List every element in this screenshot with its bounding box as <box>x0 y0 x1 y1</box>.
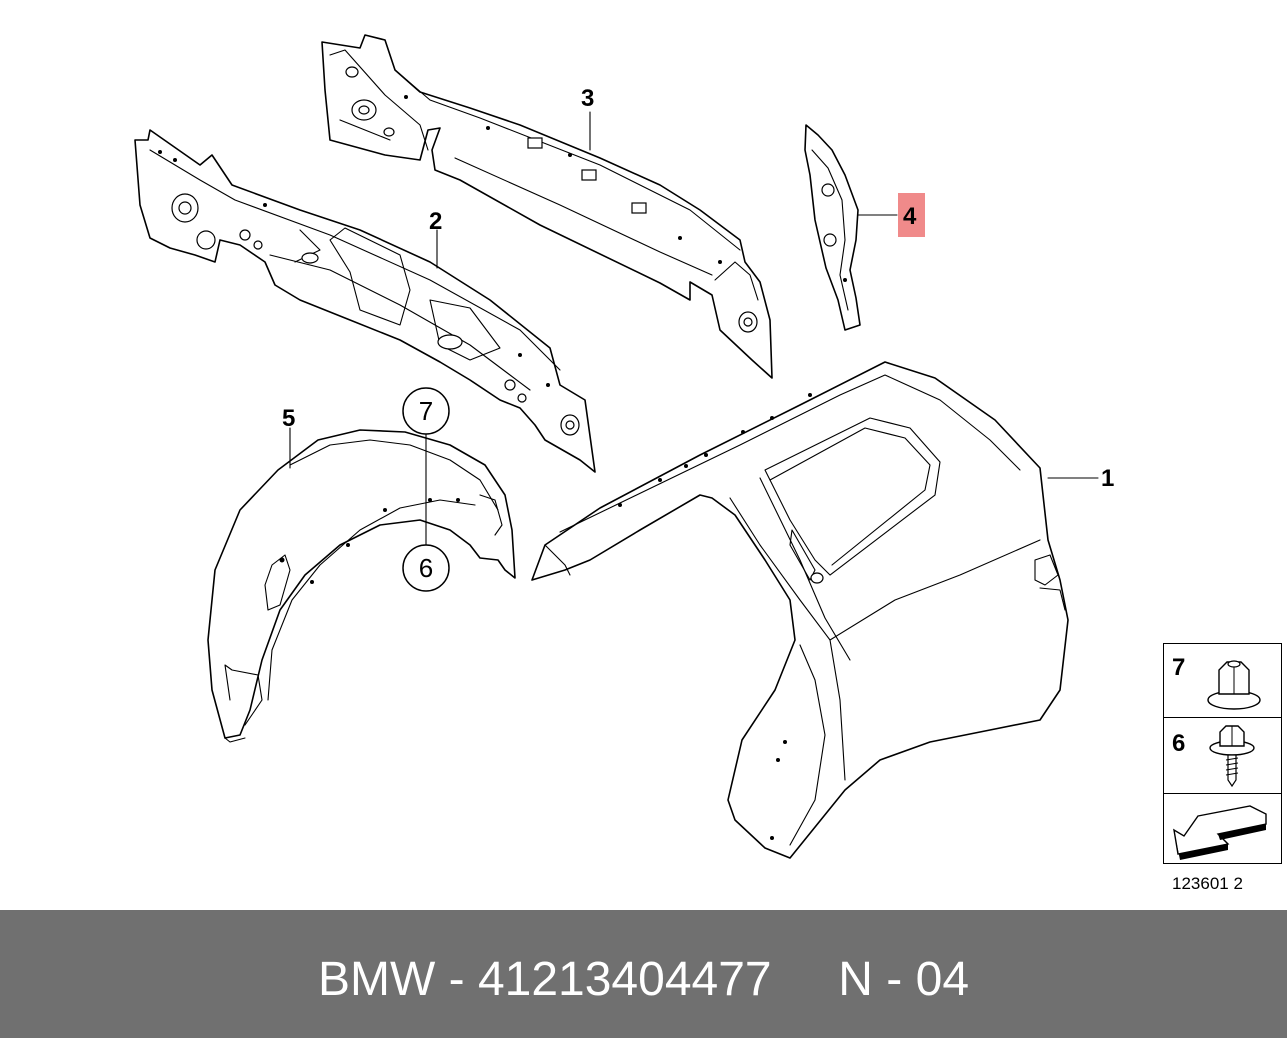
circle-callout-6 <box>402 544 450 592</box>
legend-number-6: 6 <box>1172 730 1186 757</box>
diagram-code: 123601 2 <box>1172 874 1243 893</box>
fastener-legend: 7 6 <box>1163 643 1282 864</box>
footer-text: BMW - 41213404477 N - 04 <box>0 910 1287 1038</box>
part-5-wheel-arch <box>207 429 516 743</box>
hex-screw-icon <box>1209 725 1255 788</box>
callout-1: 1 <box>1101 465 1114 492</box>
legend-cell-arrow <box>1164 794 1281 865</box>
legend-cell-screw: 6 <box>1164 718 1281 794</box>
footer-separator: - <box>448 953 465 1006</box>
part-1-side-panel <box>531 361 1069 859</box>
flange-nut-icon <box>1207 660 1261 710</box>
callout-3: 3 <box>581 85 594 112</box>
legend-number-7: 7 <box>1172 654 1186 681</box>
footer-part-number: 41213404477 <box>477 953 772 1006</box>
leader-lines <box>289 111 1099 546</box>
callout-6: 6 <box>419 553 433 583</box>
footer-position: N - 04 <box>838 953 970 1006</box>
callout-4-highlight <box>898 193 925 237</box>
direction-arrow-icon <box>1173 805 1267 860</box>
legend-cell-nut: 7 <box>1164 644 1281 718</box>
callout-4-label: 4 <box>903 203 917 230</box>
callout-2: 2 <box>429 208 442 235</box>
callout-4-overlay: 4 <box>903 203 917 230</box>
diagram-canvas: 3 2 5 1 4 7 6 <box>134 34 1114 859</box>
circle-callout-7 <box>402 387 450 435</box>
part-4-bracket <box>804 124 861 331</box>
part-3-rear-panel <box>321 34 773 379</box>
parts-diagram: 3 2 5 1 4 7 6 <box>134 34 1114 859</box>
callout-7: 7 <box>419 396 433 426</box>
callout-5: 5 <box>282 405 295 432</box>
footer-brand: BMW <box>317 953 436 1006</box>
footer-bar: BMW - 41213404477 N - 04 <box>0 910 1287 1038</box>
part-2-floor-panel <box>134 129 596 473</box>
